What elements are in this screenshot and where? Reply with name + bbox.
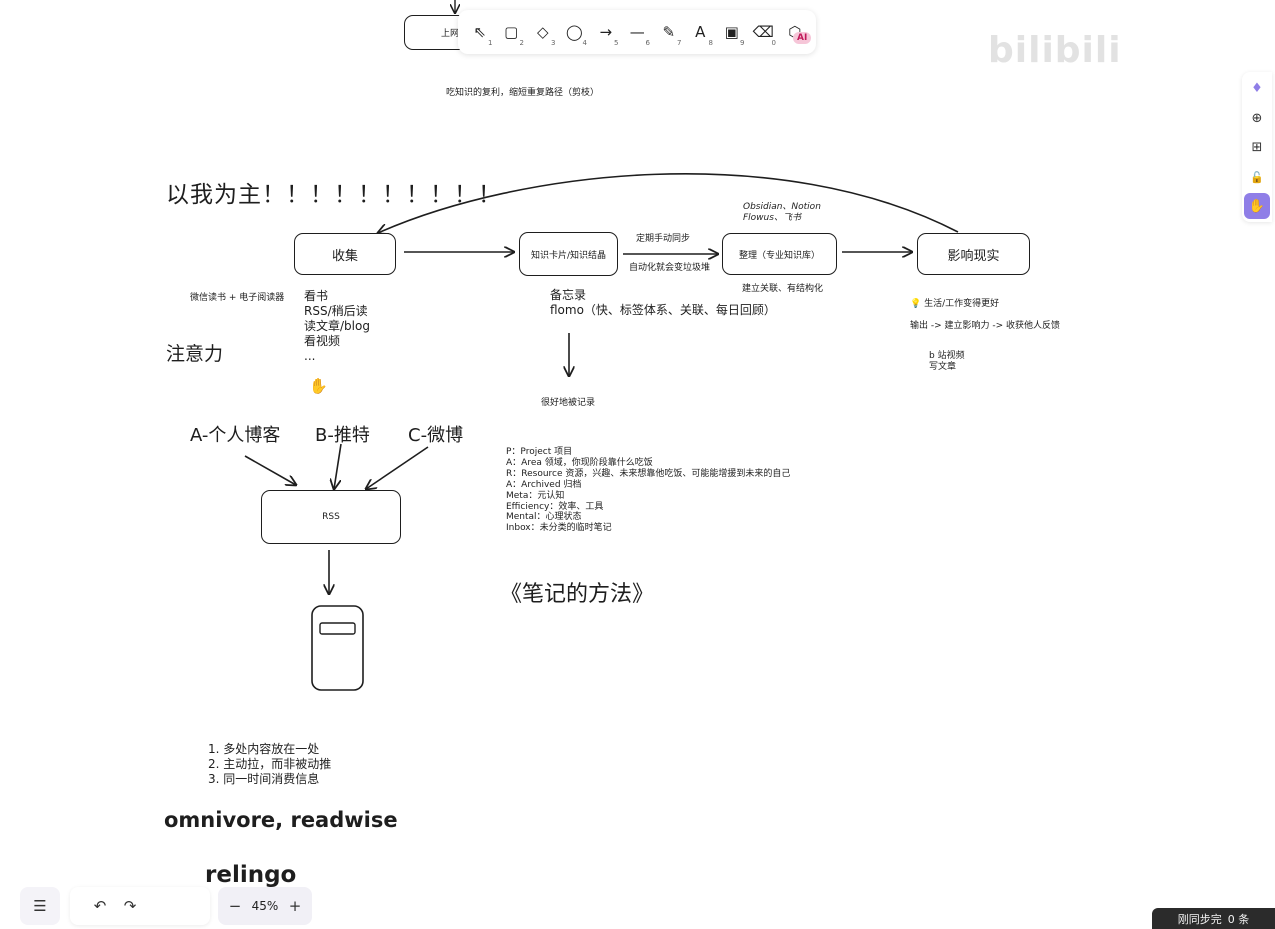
list-item: 2. 主动拉，而非被动推 (208, 757, 332, 771)
feedback-curve-arrow (378, 173, 959, 233)
tools-note-line: Flowus、飞书 (743, 213, 801, 223)
sync-manual-label[interactable]: 定期手动同步 (636, 234, 691, 244)
sync-status-text: 刚同步完 (1177, 912, 1222, 926)
list-item: 3. 同一时间消费信息 (208, 772, 320, 786)
source-c-label[interactable]: C-微博 (408, 425, 464, 446)
undo-button[interactable]: ↶ (93, 897, 107, 915)
list-item: 1. 多处内容放在一处 (208, 742, 320, 756)
cubox-line[interactable]: relingo (205, 862, 297, 888)
top-box-label: 上网 (441, 29, 460, 39)
impact-box[interactable]: 影响现实 (917, 233, 1030, 275)
list-item: RSS/稍后读 (304, 304, 368, 318)
zoom-level-readout[interactable]: 45% (251, 899, 279, 913)
build-relations-label[interactable]: 建立关联、有结构化 (742, 284, 824, 294)
new-file-icon[interactable]: ⊕ (1251, 110, 1263, 126)
right-rail: ♦ ⊕ ⊞ 🔓 ✋ (1242, 72, 1272, 222)
arrow-c-to-rss (366, 446, 429, 489)
bilibili-watermark: bilibili (988, 30, 1122, 71)
tools-note-line: Obsidian、Notion (743, 202, 821, 212)
list-item: b 站视频 (929, 351, 965, 361)
attention-label[interactable]: 注意力 (166, 343, 224, 365)
reader-device-shape (311, 605, 364, 691)
collect-items-list[interactable]: 看书 RSS/稍后读 读文章/blog 看视频 ... (304, 289, 370, 364)
impact-box-label: 影响现实 (947, 248, 1000, 264)
apps-line[interactable]: omnivore, readwise (164, 808, 398, 832)
good-record-label[interactable]: 很好地被记录 (541, 398, 596, 408)
para-line: P：Project 项目 (506, 447, 573, 457)
principles-list[interactable]: 1. 多处内容放在一处 2. 主动拉，而非被动推 3. 同一时间消费信息 (208, 742, 331, 787)
list-item: 看书 (304, 289, 329, 303)
hand-cursor-icon: ✋ (309, 377, 328, 395)
para-line: R：Resource 资源，兴趣、未来想靠他吃饭、可能能增援到未来的自己 (506, 468, 791, 479)
knowledge-card-box[interactable]: 知识卡片/知识结晶 (519, 232, 618, 276)
arrow-icon[interactable]: →5 (599, 23, 619, 47)
diamond-icon[interactable]: ◇3 (536, 23, 556, 47)
sync-count-text: 0 条 (1227, 912, 1250, 926)
organize-box-label: 整理（专业知识库） (738, 250, 820, 261)
zoom-panel: − 45% + (218, 887, 312, 925)
output-chain-label[interactable]: 输出 -> 建立影响力 -> 收获他人反馈 (910, 321, 1061, 331)
collect-box-label: 收集 (331, 248, 358, 264)
headline-text[interactable]: 以我为主！！！！！！！！！！ (166, 182, 502, 208)
eraser-icon[interactable]: ⌫0 (752, 23, 776, 47)
auto-junk-label[interactable]: 自动化就会变垃圾堆 (629, 263, 711, 273)
menu-panel: ☰ (20, 887, 60, 925)
memo-line: 备忘录 (550, 288, 587, 302)
history-panel: ↶ ↷ (70, 887, 210, 925)
para-line: Meta：元认知 (506, 490, 565, 501)
para-line: A：Area 领域，你现阶段靠什么吃饭 (506, 457, 653, 468)
reader-device-screen (319, 622, 356, 635)
memo-note[interactable]: 备忘录 flomo（快、标签体系、关联、每日回顾） (550, 288, 776, 318)
menu-icon[interactable]: ☰ (33, 897, 47, 915)
rss-box-label: RSS (322, 512, 340, 522)
redo-button[interactable]: ↷ (123, 897, 137, 915)
para-line: A：Archived 归档 (506, 479, 582, 490)
list-item: 写文章 (929, 362, 957, 372)
line-icon[interactable]: —6 (629, 23, 650, 47)
unlock-icon[interactable]: 🔓 (1250, 170, 1264, 184)
organize-box[interactable]: 整理（专业知识库） (722, 233, 837, 275)
source-a-label[interactable]: A-个人博客 (190, 425, 281, 446)
list-item: 读文章/blog (304, 319, 370, 333)
zoom-in-button[interactable]: + (288, 897, 302, 915)
source-b-label[interactable]: B-推特 (315, 425, 370, 446)
pencil-icon[interactable]: ✎7 (662, 23, 682, 47)
compound-note[interactable]: 吃知识的复利，缩短重复路径（剪枝） (446, 88, 600, 98)
para-list[interactable]: P：Project 项目 A：Area 领域，你现阶段靠什么吃饭 R：Resou… (506, 447, 790, 534)
para-line: Inbox：未分类的临时笔记 (506, 523, 612, 534)
memo-line: flomo（快、标签体系、关联、每日回顾） (550, 303, 776, 317)
book-icon[interactable]: ⊞ (1251, 139, 1263, 155)
knowledge-card-label: 知识卡片/知识结晶 (530, 250, 607, 261)
rectangle-icon[interactable]: ▢2 (504, 23, 524, 47)
output-items[interactable]: b 站视频 写文章 (929, 351, 965, 373)
brand-logo-icon[interactable]: ♦ (1251, 80, 1263, 96)
rss-box[interactable]: RSS (261, 490, 401, 544)
hand-icon[interactable]: ✋ (1244, 193, 1270, 219)
sync-status-bar: 刚同步完 0 条 (1152, 908, 1275, 929)
image-icon[interactable]: ▣9 (724, 23, 745, 47)
list-item: 看视频 (304, 334, 341, 348)
arrow-b-to-rss (334, 443, 342, 489)
ellipse-icon[interactable]: ◯4 (565, 23, 587, 47)
select-cursor-icon[interactable]: ⇖1 (473, 23, 493, 47)
collect-box[interactable]: 收集 (294, 233, 396, 275)
list-item: ... (304, 349, 316, 363)
book-title[interactable]: 《笔记的方法》 (500, 582, 655, 607)
para-line: Mental：心理状态 (506, 512, 582, 523)
wechat-reader-label[interactable]: 微信读书 + 电子阅读器 (190, 293, 285, 303)
ai-badge[interactable]: AI (793, 32, 812, 44)
life-better-label[interactable]: 💡 生活/工作变得更好 (910, 299, 1000, 309)
arrow-a-to-rss (244, 455, 296, 485)
drawing-toolbar: ⇖1 ▢2 ◇3 ◯4 →5 —6 ✎7 A8 ▣9 ⌫0 ⬡ (458, 10, 816, 54)
tools-note[interactable]: Obsidian、Notion Flowus、飞书 (743, 202, 821, 224)
para-line: Efficiency：效率、工具 (506, 501, 604, 512)
zoom-out-button[interactable]: − (228, 897, 242, 915)
